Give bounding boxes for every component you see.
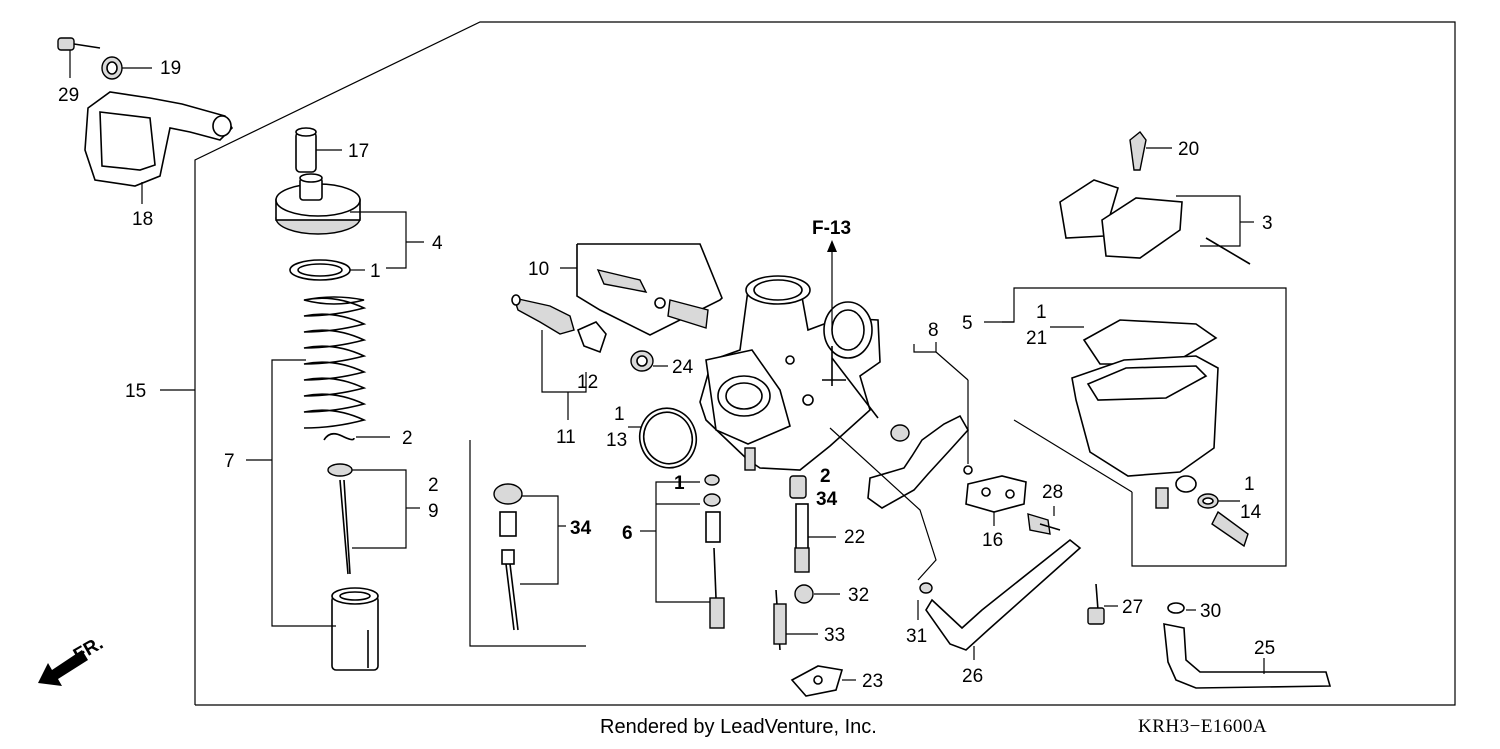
callout-10: 10	[528, 259, 549, 280]
screw-29	[57, 37, 101, 78]
callout-5: 5	[962, 313, 973, 334]
callout-20: 20	[1178, 139, 1199, 160]
callout-19: 19	[160, 58, 181, 79]
callout-31: 31	[906, 626, 927, 647]
callout-7: 7	[224, 451, 235, 472]
callout-30: 30	[1200, 601, 1221, 622]
grommet-19	[101, 56, 152, 80]
top-cap-4	[275, 173, 424, 269]
callout-11: 11	[556, 427, 576, 448]
callout-26: 26	[962, 666, 983, 687]
callout-24: 24	[672, 357, 694, 378]
starter-valve-11	[511, 294, 607, 420]
assembly-frame	[160, 21, 1456, 706]
callout-2-jet: 2	[820, 466, 831, 487]
cap-nipple-17	[295, 127, 342, 173]
seal-24	[630, 350, 668, 372]
callout-15: 15	[125, 381, 146, 402]
callout-27: 27	[1122, 597, 1143, 618]
pilot-screw-10	[596, 268, 709, 329]
callout-34-left: 34	[570, 518, 592, 539]
cable-to-26	[829, 427, 937, 581]
throttle-slide	[331, 587, 379, 671]
diagram-code: KRH3−E1600A	[1138, 716, 1268, 737]
callout-32: 32	[848, 585, 869, 606]
callout-28: 28	[1042, 482, 1063, 503]
plate-16	[965, 475, 1027, 526]
top-cover-18	[84, 91, 234, 204]
front-direction-arrow: FR.	[38, 633, 107, 686]
callout-2-clip: 2	[402, 428, 413, 449]
callout-1-o-ring: 1	[614, 404, 625, 425]
float-bowl	[1071, 355, 1219, 509]
gasket-21	[1050, 319, 1218, 365]
callout-1-jet: 1	[674, 473, 685, 494]
callout-3: 3	[1262, 213, 1273, 234]
float-valve-20	[1129, 131, 1172, 171]
callout-17: 17	[348, 141, 369, 162]
figure-ref-label: F-13	[812, 218, 851, 239]
callout-29: 29	[58, 85, 79, 106]
screw-27	[1087, 583, 1118, 625]
callout-14: 14	[1240, 502, 1262, 523]
jet-parts-34-left	[493, 483, 523, 631]
callout-33: 33	[824, 625, 845, 646]
jet-parts-33	[773, 589, 818, 651]
f13-reference-arrow: F-13	[812, 218, 851, 330]
o-ring-13	[628, 407, 698, 469]
callout-22: 22	[844, 527, 865, 548]
jet-parts-22	[789, 475, 836, 573]
callout-25: 25	[1254, 638, 1275, 659]
callout-34-right: 34	[816, 489, 838, 510]
bracket-5	[984, 287, 1287, 567]
bracket-6	[640, 481, 716, 603]
choke-23	[790, 665, 856, 697]
callout-12: 12	[577, 372, 598, 393]
render-credit: Rendered by LeadVenture, Inc.	[600, 716, 877, 738]
callout-8: 8	[928, 320, 939, 341]
jet-parts-32	[794, 584, 840, 604]
drain-screw-14	[1197, 493, 1249, 548]
float-3	[1059, 179, 1254, 265]
callout-1-drain: 1	[1244, 474, 1255, 495]
callout-4: 4	[432, 233, 443, 254]
spring-7	[303, 296, 367, 429]
callout-21: 21	[1026, 328, 1047, 349]
jet-parts-6	[703, 474, 725, 629]
clip-30	[1167, 602, 1196, 614]
callout-23: 23	[862, 671, 883, 692]
callout-16: 16	[982, 530, 1003, 551]
callout-6: 6	[622, 523, 633, 544]
needle-clip-2	[323, 432, 390, 441]
callout-2-needle: 2	[428, 475, 439, 496]
throttle-lever-8	[867, 342, 973, 509]
callout-1-bowl: 1	[1036, 302, 1047, 323]
callout-9: 9	[428, 501, 439, 522]
bracket-34-left	[469, 440, 586, 647]
callout-1-cap: 1	[370, 261, 381, 282]
carburetor-body	[699, 275, 881, 471]
hose-26	[917, 538, 1082, 660]
o-ring-1-cap	[289, 259, 365, 281]
callout-18: 18	[132, 209, 153, 230]
screw-28	[1027, 506, 1061, 535]
hose-25	[1163, 623, 1332, 689]
bracket-7	[246, 359, 336, 627]
callout-13: 13	[606, 430, 627, 451]
needle-9	[327, 463, 420, 575]
